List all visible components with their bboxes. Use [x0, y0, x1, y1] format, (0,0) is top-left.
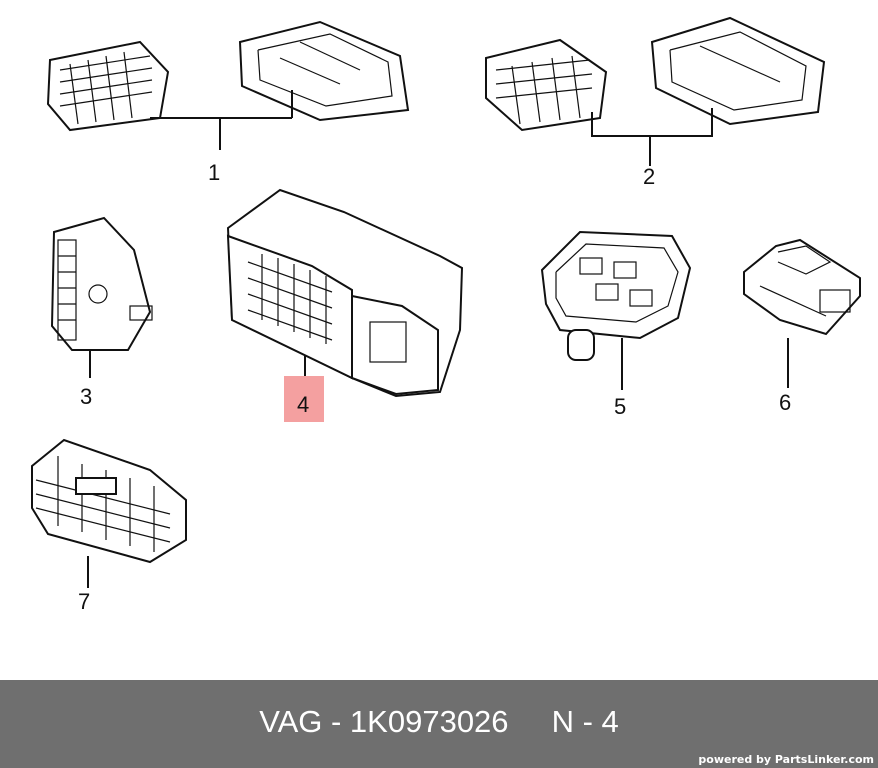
- connector-diagram: 1 2 3 4 5 6 7: [31, 16, 861, 614]
- part-info-footer: VAG - 1K0973026 N - 4 powered by PartsLi…: [0, 680, 878, 768]
- callout-3[interactable]: 3: [80, 384, 92, 409]
- callout-7[interactable]: 7: [78, 589, 90, 614]
- callout-5[interactable]: 5: [614, 394, 626, 419]
- part-5-drawing: [540, 230, 692, 390]
- part-4-drawing: [226, 188, 464, 398]
- part-2-drawing: [485, 16, 826, 166]
- part-3-drawing: [50, 216, 153, 378]
- part-6-drawing: [743, 238, 861, 388]
- powered-by-link[interactable]: powered by PartsLinker.com: [698, 753, 874, 766]
- callout-1[interactable]: 1: [208, 160, 220, 185]
- callout-4[interactable]: 4: [297, 392, 309, 417]
- callout-6[interactable]: 6: [779, 390, 791, 415]
- part-number-label: VAG - 1K0973026 N - 4: [259, 704, 619, 739]
- part-1-drawing: [46, 20, 410, 150]
- part-7-drawing: [31, 438, 187, 588]
- callout-4-highlight: [284, 376, 324, 422]
- callout-2[interactable]: 2: [643, 164, 655, 189]
